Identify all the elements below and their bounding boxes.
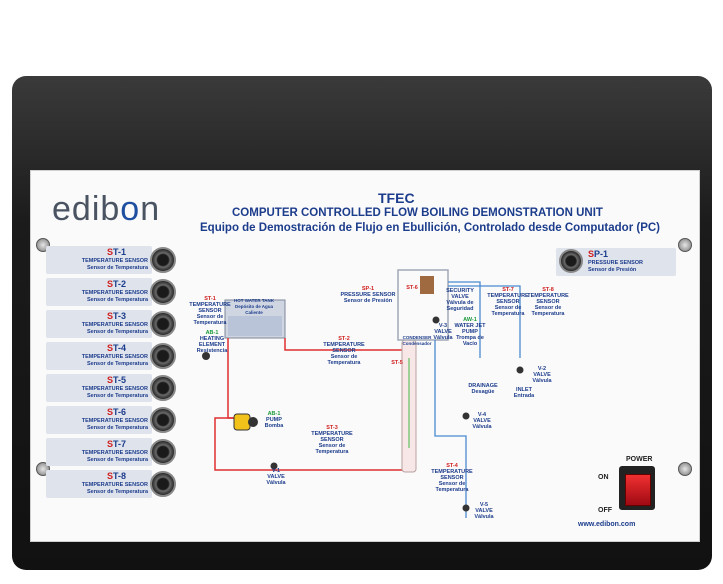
sensor-connector-3[interactable]: [150, 311, 176, 337]
sensor-spanish: Sensor de Temperatura: [86, 425, 148, 431]
screw-icon: [678, 238, 692, 252]
power-on-label: ON: [598, 474, 609, 481]
pump-body: [233, 413, 251, 431]
website-url: www.edibon.com: [578, 521, 636, 528]
outlet-pipe: [434, 340, 467, 518]
valve-v2-icon[interactable]: [516, 366, 524, 374]
sensor-tag: ST-4: [106, 343, 126, 353]
unit-code: TFEC: [378, 190, 415, 206]
sensor-tag: ST-6: [106, 407, 126, 417]
title-english: COMPUTER CONTROLLED FLOW BOILING DEMONST…: [232, 207, 603, 219]
sensor-english: TEMPERATURE SENSOR: [81, 418, 148, 424]
sensor-spanish: Sensor de Temperatura: [86, 457, 148, 463]
sensor-english: TEMPERATURE SENSOR: [81, 450, 148, 456]
label-st6: ST-6: [406, 285, 418, 291]
power-off-label: OFF: [598, 507, 612, 514]
sensor-english: TEMPERATURE SENSOR: [81, 354, 148, 360]
sensor-tag: ST-5: [106, 375, 126, 385]
screw-icon: [678, 462, 692, 476]
sensor-tag: ST-3: [106, 311, 126, 321]
sensor-english: TEMPERATURE SENSOR: [81, 258, 148, 264]
valve-v1-icon[interactable]: [270, 462, 278, 470]
label-st5: ST-5: [391, 360, 403, 366]
sensor-english: TEMPERATURE SENSOR: [81, 290, 148, 296]
sensor-connector-8[interactable]: [150, 471, 176, 497]
sensor-connector-2[interactable]: [150, 279, 176, 305]
valve-v5-icon[interactable]: [462, 504, 470, 512]
condenser-frame: [397, 269, 449, 341]
sensor-tag: ST-7: [106, 439, 126, 449]
sensor-english: TEMPERATURE SENSOR: [81, 322, 148, 328]
pump-head: [248, 417, 258, 427]
sensor-spanish: Sensor de Temperatura: [86, 489, 148, 495]
valve-v4-icon[interactable]: [462, 412, 470, 420]
sensor-connector-6[interactable]: [150, 407, 176, 433]
sensor-connector-4[interactable]: [150, 343, 176, 369]
sensor-spanish: Sensor de Temperatura: [86, 297, 148, 303]
sensor-spanish: Sensor de Temperatura: [86, 361, 148, 367]
sensor-connector-5[interactable]: [150, 375, 176, 401]
heater-connector-icon: [202, 352, 210, 360]
sensor-english: TEMPERATURE SENSOR: [81, 482, 148, 488]
title-spanish: Equipo de Demostración de Flujo en Ebull…: [200, 222, 661, 234]
sensor-spanish: Sensor de Temperatura: [86, 265, 148, 271]
sensor-tag: ST-8: [106, 471, 126, 481]
sensor-spanish: Sensor de Temperatura: [86, 393, 148, 399]
sensor-connector-7[interactable]: [150, 439, 176, 465]
sensor-spanish: Sensor de Temperatura: [86, 329, 148, 335]
sensor-tag: ST-1: [106, 247, 126, 257]
power-label: POWER: [626, 456, 653, 463]
sensor-english: TEMPERATURE SENSOR: [81, 386, 148, 392]
process-diagram: [202, 269, 524, 518]
tank-water: [228, 316, 282, 336]
edibon-logo: edibon: [52, 190, 161, 228]
power-switch[interactable]: [625, 474, 651, 506]
inlet-pipe: [448, 285, 521, 358]
security-valve-body: [420, 276, 434, 294]
sensor-tag: ST-2: [106, 279, 126, 289]
drain-pipe: [448, 281, 481, 358]
pressure-connector[interactable]: [559, 249, 583, 273]
sensor-connector-1[interactable]: [150, 247, 176, 273]
valve-v3-icon[interactable]: [432, 316, 440, 324]
